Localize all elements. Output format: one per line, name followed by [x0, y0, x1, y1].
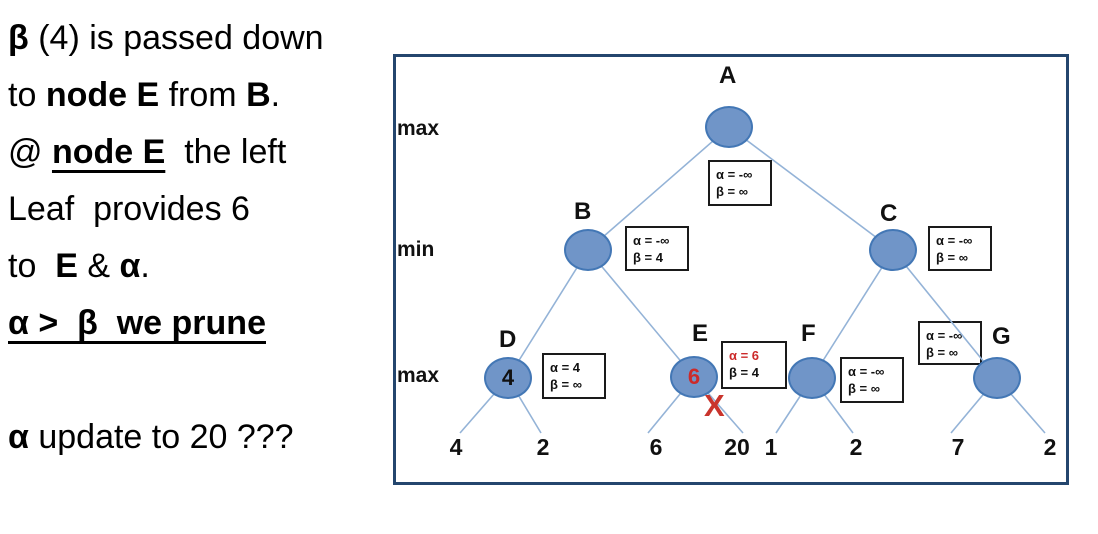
notes-line-1: β (4) is passed down	[8, 10, 398, 67]
notes-line-3-pre: @	[8, 133, 52, 171]
node-e-underlined-mention: node E	[51, 133, 166, 171]
alphabeta-box-f: α = -∞ β = ∞	[840, 357, 904, 403]
notes-line-6: α > β we prune	[8, 295, 398, 352]
alpha-line-f: α = -∞	[848, 364, 885, 379]
node-d-value: 4	[501, 365, 515, 390]
node-d-label: D	[499, 326, 517, 353]
node-b-mention: B	[246, 76, 271, 114]
node-e-label: E	[692, 320, 709, 347]
node-e-mention: node E	[45, 76, 160, 114]
alpha-line-b: α = -∞	[633, 233, 670, 248]
alphabeta-box-e: α = 6 β = 4	[721, 341, 787, 389]
notes-line-4: Leaf provides 6	[8, 190, 250, 228]
node-e-value: 6	[687, 364, 701, 389]
node-f-label: F	[801, 320, 816, 347]
alpha-line-e: α = 6	[729, 348, 760, 363]
notes-line-3-rest: the left	[165, 133, 287, 171]
alpha-line-d: α = 4	[550, 360, 581, 375]
node-b-circle	[564, 229, 612, 271]
beta-symbol: β	[8, 19, 29, 57]
beta-line-c: β = ∞	[936, 250, 969, 265]
alphabeta-box-a: α = -∞ β = ∞	[708, 160, 772, 206]
node-c-circle	[869, 229, 917, 271]
beta-line-e: β = 4	[729, 365, 759, 380]
node-e-mention-2: E	[55, 247, 78, 285]
node-e-circle: 6	[670, 356, 718, 398]
alpha-line-c: α = -∞	[936, 233, 973, 248]
beta-line-g: β = ∞	[926, 345, 959, 360]
notes-line-2-pre: to	[8, 76, 46, 114]
leaf-value-4: 20	[724, 434, 750, 460]
node-a-circle	[705, 106, 753, 148]
level-label-max-top: max	[397, 117, 440, 140]
leaf-value-6: 2	[849, 434, 863, 460]
notes-line-2-end: .	[270, 76, 281, 114]
alpha-symbol-2: α	[8, 418, 29, 456]
leaf-value-2: 2	[536, 434, 550, 460]
prune-rule-text: α > β we prune	[8, 304, 266, 342]
notes-text: β (4) is passed down to node E from B. @…	[8, 10, 398, 466]
leaf-value-8: 2	[1043, 434, 1057, 460]
alpha-line-a: α = -∞	[716, 167, 753, 182]
notes-line-5-end: .	[140, 247, 150, 285]
node-f-circle	[788, 357, 836, 399]
beta-line-f: β = ∞	[848, 381, 881, 396]
beta-line-d: β = ∞	[550, 377, 583, 392]
leaf-value-1: 4	[449, 434, 463, 460]
node-g-circle	[973, 357, 1021, 399]
alpha-line-g: α = -∞	[926, 328, 963, 343]
node-c-label: C	[880, 200, 898, 227]
notes-line-7-text: update to 20 ???	[28, 418, 294, 456]
node-a-label: A	[719, 62, 737, 89]
notes-line-7: α update to 20 ???	[8, 409, 398, 466]
leaf-value-3: 6	[649, 434, 663, 460]
notes-line-2-mid: from	[159, 76, 247, 114]
notes-line-3: @ node E the left	[8, 124, 398, 181]
node-d-circle: 4	[484, 357, 532, 399]
alpha-symbol: α	[119, 247, 141, 285]
beta-line-b: β = 4	[633, 250, 663, 265]
beta-line-a: β = ∞	[716, 184, 749, 199]
leaf-value-7: 7	[951, 434, 965, 460]
alphabeta-box-c: α = -∞ β = ∞	[928, 226, 992, 271]
notes-line-5: to E & α.	[8, 238, 398, 295]
level-label-max-bottom: max	[397, 364, 440, 387]
node-b-label: B	[574, 198, 592, 225]
level-label-min: min	[397, 238, 435, 261]
alphabeta-box-g: α = -∞ β = ∞	[918, 321, 982, 365]
notes-line-2: to node E from B.	[8, 67, 398, 124]
notes-line-1-text: (4) is passed down	[28, 19, 324, 57]
notes-line-5-mid: &	[77, 247, 120, 285]
leaf-value-5: 1	[764, 434, 778, 460]
notes-line-5-pre: to	[8, 247, 56, 285]
alphabeta-box-d: α = 4 β = ∞	[542, 353, 606, 399]
alphabeta-box-b: α = -∞ β = 4	[625, 226, 689, 271]
prune-x-icon: X	[704, 388, 725, 423]
node-g-label: G	[992, 323, 1011, 350]
